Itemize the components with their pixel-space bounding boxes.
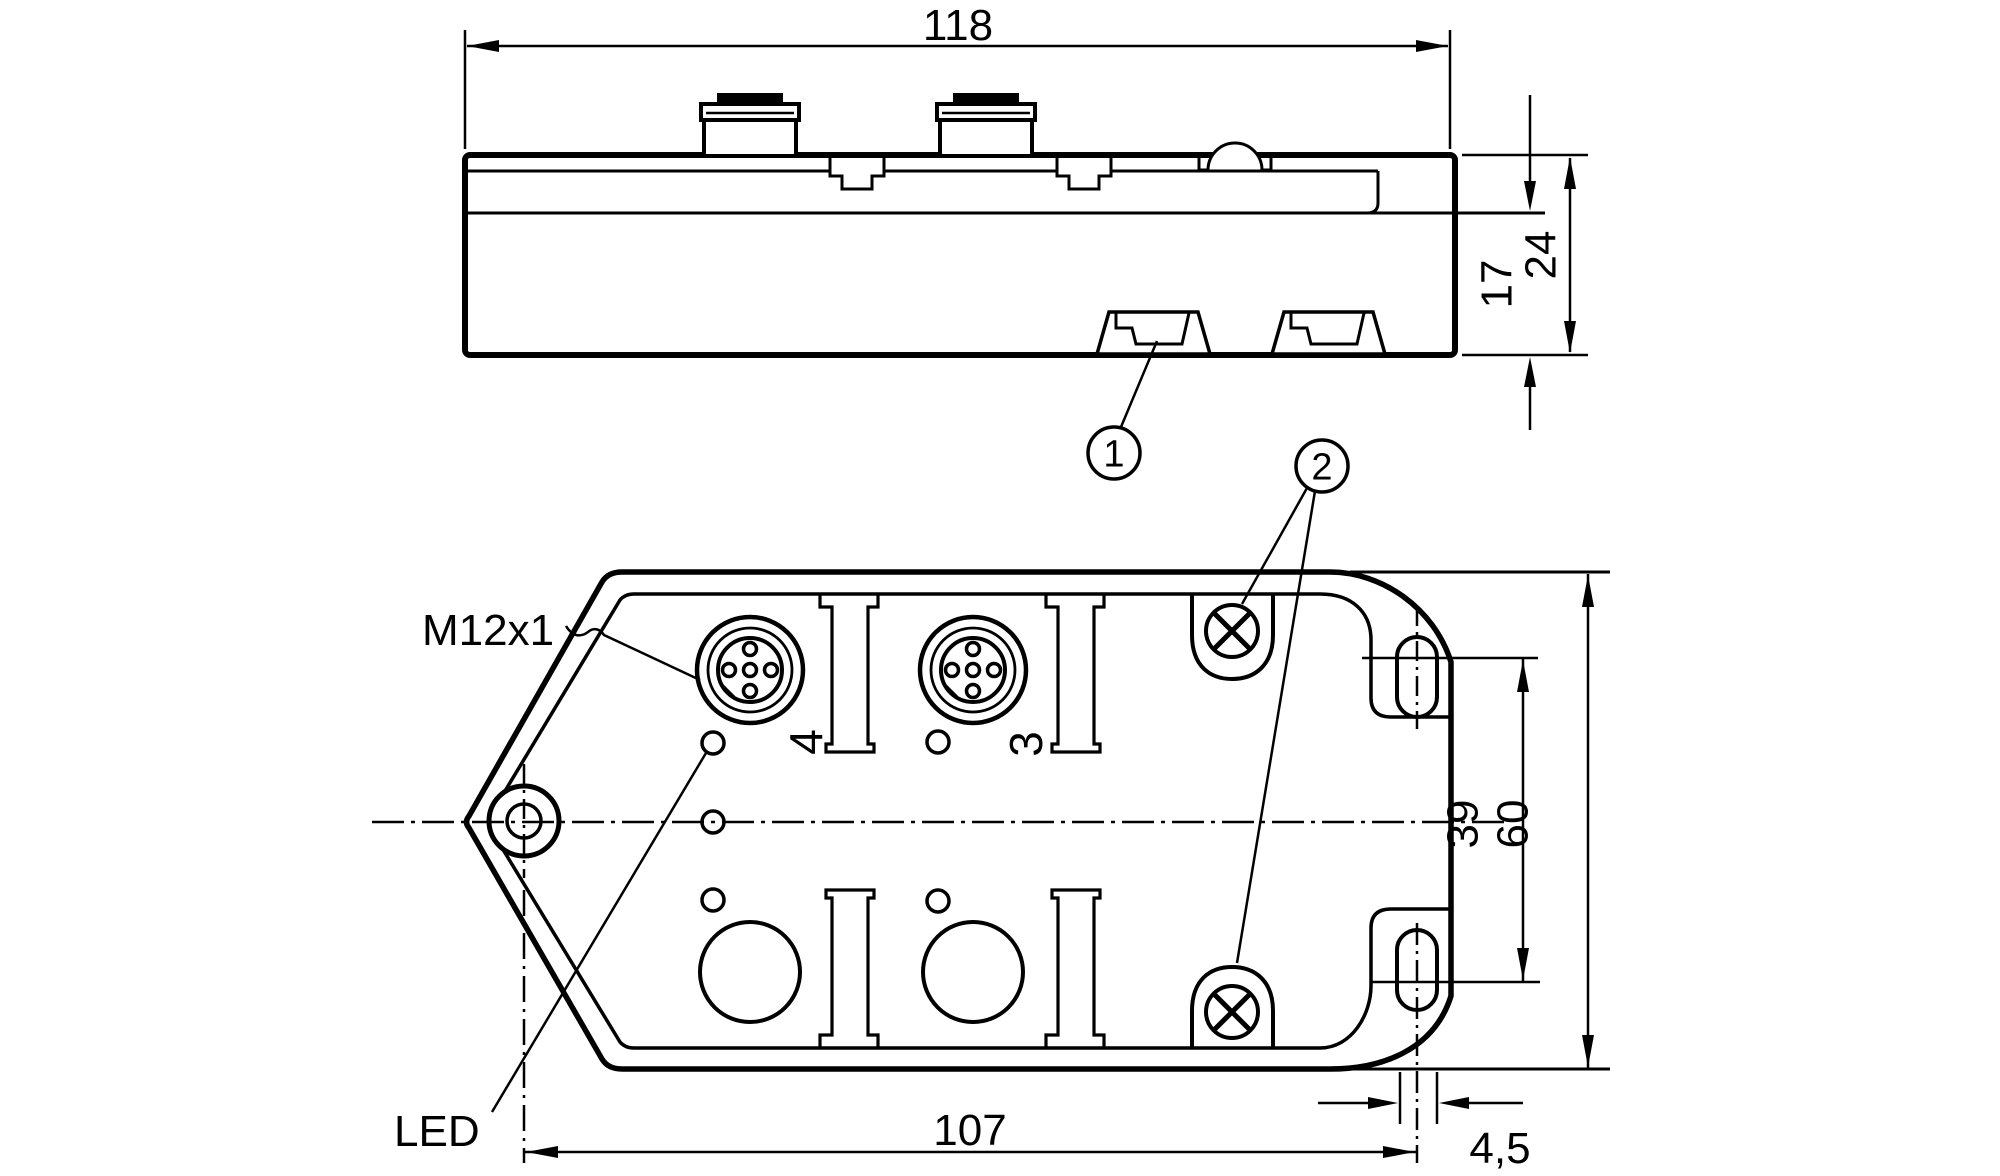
screw-cross [1212, 611, 1252, 651]
side-connector-2 [935, 93, 1037, 158]
front-view [372, 569, 1506, 1163]
dim-39-value: 39 [1438, 800, 1487, 849]
dim-60-value: 60 [1488, 800, 1537, 849]
m12-socket-port3 [917, 614, 1029, 726]
upper-screw-pocket [1190, 594, 1275, 682]
connector-cap [953, 93, 1019, 104]
dim-front-height: 60 [1350, 570, 1610, 1071]
dim-hole-distance: 107 [522, 890, 1417, 1163]
led-window [700, 887, 726, 913]
top-dome [1197, 141, 1273, 172]
dim-17-value: 17 [1472, 260, 1521, 309]
label-m12-thread: M12x1 [422, 606, 701, 682]
dim-body-height: 17 [1472, 95, 1536, 430]
connector-body [702, 118, 798, 158]
callout-2-number: 2 [1311, 446, 1332, 488]
dim-overall-height: 24 [1462, 153, 1588, 357]
blank-port-hole-right [921, 920, 1025, 1024]
side-view [462, 93, 1545, 358]
socket-keyway [944, 684, 959, 699]
fixing-clip-1 [1094, 310, 1213, 356]
dim-24-value: 24 [1516, 231, 1565, 280]
pin-hole [964, 640, 982, 658]
led-window [925, 729, 951, 755]
led-label: LED [394, 1107, 480, 1156]
pin-hole [985, 661, 1003, 679]
socket-keyway [721, 684, 736, 699]
fixing-screw-top [1204, 603, 1260, 659]
blank-port-hole-left [698, 920, 802, 1024]
callout-1-fixing-clip: 1 [1086, 340, 1159, 481]
screw-cross [1212, 992, 1252, 1032]
lower-screw-pocket [1190, 964, 1275, 1048]
fixing-screw-bottom [1204, 984, 1260, 1040]
pin-hole [741, 640, 759, 658]
m12-leader-line [564, 625, 701, 682]
pin-hole [720, 661, 738, 679]
callout-2-fixing-screws: 2 [1235, 438, 1350, 964]
upper-separator-1 [818, 594, 880, 754]
callout-1-number: 1 [1103, 433, 1124, 475]
dim-118-value: 118 [923, 1, 993, 50]
pin-hole [741, 682, 759, 700]
dim-slot-offset: 39 [1362, 656, 1540, 984]
label-led: LED [394, 752, 708, 1156]
pin-hole [964, 682, 982, 700]
connector-body [938, 118, 1034, 158]
pin-hole [762, 661, 780, 679]
clip-inner [1289, 312, 1366, 346]
lower-separator-1 [818, 888, 880, 1048]
top-notch-1 [828, 158, 886, 191]
led-window [700, 730, 726, 756]
led-leader-line [490, 752, 708, 1113]
port-number-4: 4 [780, 729, 832, 755]
m12-socket-port4 [694, 614, 806, 726]
upper-separator-2 [1044, 594, 1106, 754]
dim-slot-width: 4,5 [1318, 1072, 1531, 1173]
dim-overall-length: 118 [463, 1, 1452, 149]
side-view-right-step [1366, 171, 1380, 215]
pin-hole [741, 661, 759, 679]
connector-cap [717, 93, 783, 104]
callouts: 1 2 M12x1 LED 4 3 [394, 340, 1350, 1156]
fixing-clip-2 [1269, 310, 1388, 356]
dim-4-5-value: 4,5 [1469, 1124, 1530, 1173]
clip-outer [1269, 310, 1388, 356]
side-connector-1 [699, 93, 801, 158]
dim-107-value: 107 [933, 1106, 1006, 1155]
lower-separator-2 [1044, 888, 1106, 1048]
port-number-3: 3 [1000, 731, 1052, 757]
clip-inner [1114, 312, 1191, 346]
m12-label: M12x1 [422, 606, 554, 655]
top-notch-2 [1055, 158, 1113, 191]
led-window [925, 888, 951, 914]
pin-hole [964, 661, 982, 679]
pin-hole [943, 661, 961, 679]
dimensions: 118 17 24 107 [463, 1, 1610, 1173]
